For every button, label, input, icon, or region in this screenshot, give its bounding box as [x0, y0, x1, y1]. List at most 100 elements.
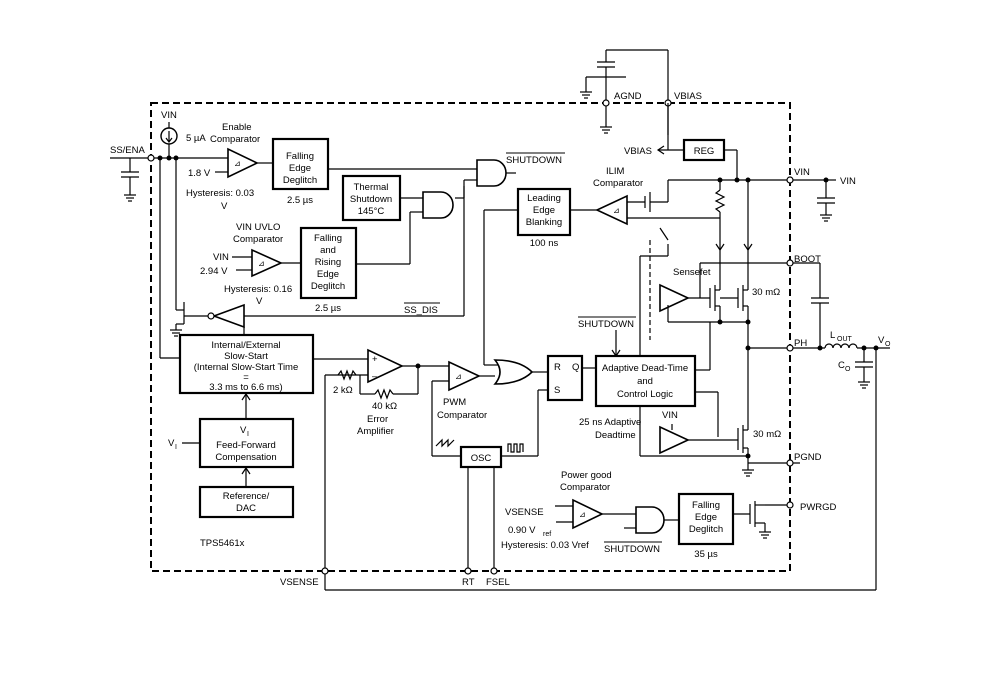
agnd-vbias-network: AGND VBIAS: [580, 49, 702, 135]
svg-text:2.5 µs: 2.5 µs: [287, 195, 313, 206]
boot-node: BOOT Sensefet: [673, 254, 829, 348]
svg-text:V: V: [256, 296, 263, 307]
vi-label: V: [168, 438, 175, 449]
svg-text:Hysteresis: 0.03: Hysteresis: 0.03: [186, 188, 254, 199]
part-number-label: TPS5461x: [200, 538, 245, 549]
svg-text:and: and: [320, 245, 336, 256]
svg-text:VIN: VIN: [840, 176, 856, 187]
svg-text:Hysteresis: 0.16: Hysteresis: 0.16: [224, 284, 292, 295]
svg-text:Falling: Falling: [314, 233, 342, 244]
svg-text:S: S: [554, 385, 560, 396]
svg-text:Hysteresis: 0.03 Vref: Hysteresis: 0.03 Vref: [501, 540, 589, 551]
svg-text:2.5 µs: 2.5 µs: [315, 303, 341, 314]
pwm-comparator: ⊿ PWM Comparator: [431, 360, 495, 457]
svg-text:40 kΩ: 40 kΩ: [372, 401, 397, 412]
svg-text:O: O: [885, 341, 891, 348]
svg-text:Compensation: Compensation: [215, 452, 276, 463]
svg-text:VIN: VIN: [662, 410, 678, 421]
svg-text:25 ns Adaptive: 25 ns Adaptive: [579, 417, 641, 428]
svg-text:PWM: PWM: [443, 397, 466, 408]
co-label: C: [838, 360, 845, 371]
svg-text:PWRGD: PWRGD: [800, 502, 837, 513]
svg-text:Comparator: Comparator: [210, 134, 260, 145]
fsel-pin: [490, 567, 498, 575]
svg-text:(Internal Slow-Start Time: (Internal Slow-Start Time: [194, 362, 299, 373]
power-good-comparator: Power good Comparator ⊿ VSENSE 0.90 V re…: [501, 470, 636, 551]
svg-text:Deglitch: Deglitch: [311, 281, 345, 292]
ph-pin: [786, 344, 794, 352]
svg-text:Blanking: Blanking: [526, 217, 562, 228]
svg-text:Deglitch: Deglitch: [689, 524, 723, 535]
vsense-pin-label: VSENSE: [280, 577, 319, 588]
svg-text:Rising: Rising: [315, 257, 341, 268]
reg-block: VBIAS REG: [624, 103, 738, 180]
falling-rising-deglitch: Falling and Rising Edge Deglitch 2.5 µs: [299, 226, 358, 314]
svg-text:Falling: Falling: [692, 500, 720, 511]
lout-label: L: [830, 330, 835, 341]
svg-text:and: and: [637, 376, 653, 387]
svg-text:Internal/External: Internal/External: [211, 340, 280, 351]
svg-text:VIN: VIN: [794, 167, 810, 178]
svg-text:SHUTDOWN: SHUTDOWN: [578, 319, 634, 330]
svg-text:VSENSE: VSENSE: [505, 507, 544, 518]
pgnd-pin: [786, 459, 794, 467]
svg-text:VBIAS: VBIAS: [624, 146, 652, 157]
sense-switch: [639, 227, 669, 456]
slow-start-block: Internal/External Slow-Start (Internal S…: [178, 327, 368, 419]
current-source-5ua: VIN 5 µA: [160, 110, 206, 158]
svg-text:145°C: 145°C: [358, 206, 385, 217]
svg-text:ref: ref: [543, 531, 551, 538]
or-gate: [483, 209, 548, 385]
svg-text:V: V: [221, 201, 228, 212]
enable-comparator: Enable Comparator ⊿ 1.8 V Hysteresis: 0.…: [186, 122, 273, 212]
svg-text:Error: Error: [367, 414, 388, 425]
svg-text:R: R: [554, 362, 561, 373]
chip-boundary: [150, 102, 791, 572]
error-amplifier: + – 2 kΩ 40 kΩ Error Amplifier: [324, 348, 449, 590]
pgnd-node: PGND: [742, 452, 822, 477]
svg-text:Comparator: Comparator: [593, 178, 643, 189]
vin-pin: [786, 176, 794, 184]
svg-text:2 kΩ: 2 kΩ: [333, 385, 353, 396]
svg-text:⊿: ⊿: [234, 159, 241, 168]
svg-text:Edge: Edge: [317, 269, 339, 280]
svg-text:PGND: PGND: [794, 452, 822, 463]
shutdown-and-gate: SHUTDOWN: [455, 152, 565, 199]
svg-text:2.94 V: 2.94 V: [200, 266, 228, 277]
svg-text:100 ns: 100 ns: [530, 238, 559, 249]
svg-text:Slow-Start: Slow-Start: [224, 351, 268, 362]
svg-text:Enable: Enable: [222, 122, 252, 133]
svg-text:BOOT: BOOT: [794, 254, 821, 265]
svg-text:⊿: ⊿: [613, 206, 620, 215]
svg-text:Adaptive Dead-Time: Adaptive Dead-Time: [602, 363, 688, 374]
ilim-comparator: ILIM Comparator ⊿: [593, 166, 720, 226]
and-gate-2: [356, 191, 454, 265]
thermal-shutdown-block: Thermal Shutdown 145°C: [341, 174, 423, 222]
svg-text:Comparator: Comparator: [560, 482, 610, 493]
feed-forward-block: V I Feed-Forward Compensation V I: [168, 417, 295, 487]
svg-text:⊿: ⊿: [258, 259, 265, 268]
vsense-pin: [321, 567, 329, 575]
svg-text:V: V: [240, 425, 247, 436]
svg-text:Leading: Leading: [527, 193, 561, 204]
agnd-label: AGND: [614, 91, 642, 102]
agnd-pin: [602, 99, 610, 107]
svg-text:VIN UVLO: VIN UVLO: [236, 222, 280, 233]
svg-text:Q: Q: [572, 362, 579, 373]
svg-text:Feed-Forward: Feed-Forward: [216, 440, 276, 451]
pg-deglitch: Falling Edge Deglitch 35 µs: [677, 492, 750, 560]
vin-uvlo-comparator: VIN UVLO Comparator VIN ⊿ 2.94 V Hystere…: [200, 222, 301, 307]
svg-text:Control Logic: Control Logic: [617, 389, 673, 400]
svg-text:30 mΩ: 30 mΩ: [753, 429, 781, 440]
svg-text:O: O: [845, 366, 851, 373]
svg-text:Edge: Edge: [289, 163, 311, 174]
falling-edge-deglitch-1: Falling Edge Deglitch 2.5 µs: [271, 137, 330, 206]
svg-text:30 mΩ: 30 mΩ: [752, 287, 780, 298]
svg-text:–: –: [372, 371, 378, 382]
svg-text:OUT: OUT: [837, 336, 853, 343]
svg-text:ILIM: ILIM: [606, 166, 625, 177]
svg-text:Edge: Edge: [695, 512, 717, 523]
ph-output: PH L OUT V O C O: [325, 330, 891, 591]
leading-edge-blanking: Leading Edge Blanking 100 ns: [516, 187, 597, 249]
adaptive-control-logic: SHUTDOWN Adaptive Dead-Time and Control …: [578, 316, 719, 441]
